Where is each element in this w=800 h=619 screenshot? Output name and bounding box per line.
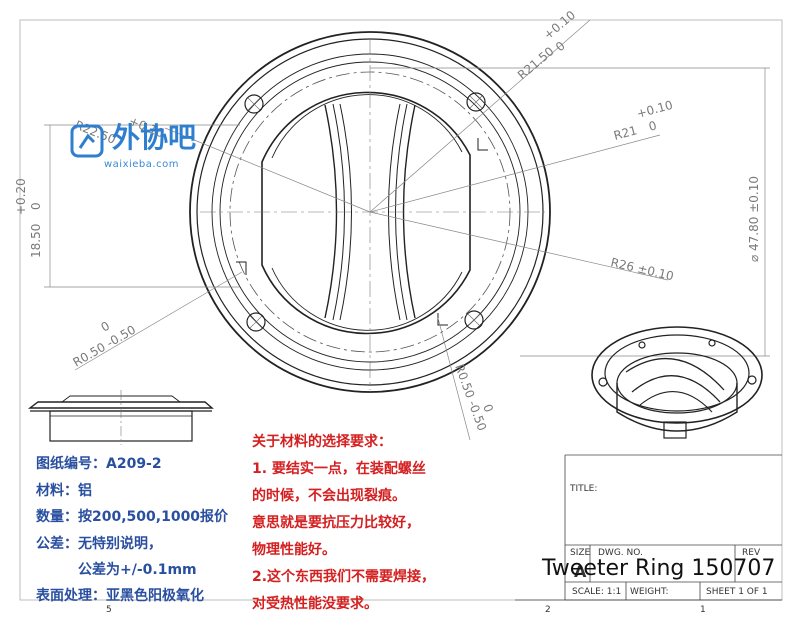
dim-r21: R21: [612, 123, 638, 143]
title-label: TITLE:: [570, 484, 598, 494]
isometric-view: [591, 326, 763, 439]
spec-quantity: 数量：按200,500,1000报价: [36, 509, 229, 525]
req-line2: 的时候，不会出现裂痕。: [252, 488, 406, 504]
spec-material: 材料：铝: [36, 483, 92, 499]
side-view: [27, 390, 214, 445]
dim-r050-right: R0.50 -0.50: [452, 362, 489, 432]
sheet-border: [19, 19, 783, 601]
border-num-2: 2: [545, 605, 551, 615]
logo-text: 外协吧: [112, 121, 197, 154]
dim-r21-50: R21.50: [515, 44, 557, 82]
sheet: SHEET 1 OF 1: [706, 587, 768, 597]
spec-drawing-no: 图纸编号：A209-2: [36, 456, 162, 472]
req-line6: 对受热性能没要求。: [252, 596, 378, 612]
spec-tolerance: 公差：无特别说明，: [36, 536, 162, 552]
spec-surface: 表面处理：亚黑色阳极氧化: [36, 588, 204, 604]
title-block-lines: [515, 454, 782, 601]
size-label: SIZE: [570, 548, 591, 558]
req-line3: 意思就是要抗压力比较好，: [252, 515, 420, 531]
dim-r050-left-upper: 0: [99, 319, 113, 335]
req-heading: 关于材料的选择要求：: [252, 434, 392, 450]
size-value: A: [574, 562, 587, 581]
dim-r26: R26 ±0.10: [609, 255, 675, 283]
waixieba-logo-icon: [70, 124, 104, 158]
req-line4: 物理性能好。: [252, 542, 336, 558]
drawing-title: Tweeter Ring 150707: [542, 556, 776, 581]
dim-r21-50-tol-upper: +0.10: [541, 8, 578, 42]
top-view: [189, 31, 551, 393]
logo-url: waixieba.com: [104, 159, 179, 170]
dim-h18-50: 18.50: [29, 224, 43, 258]
spec-tolerance-value: 公差为+/-0.1mm: [78, 562, 197, 578]
dim-dia47: ⌀ 47.80 ±0.10: [747, 176, 761, 262]
req-line5: 2.这个东西我们不需要焊接，: [252, 569, 436, 585]
dim-r21-tol-upper: +0.10: [635, 98, 674, 121]
rev-label: REV: [742, 548, 761, 558]
dimension-lines: [44, 19, 770, 441]
border-num-1: 1: [700, 605, 706, 615]
scale: SCALE: 1:1: [572, 587, 622, 597]
border-num-5: 5: [106, 605, 112, 615]
dwg-no-label: DWG. NO.: [598, 548, 643, 558]
weight: WEIGHT:: [630, 587, 669, 597]
req-line1: 1. 要结实一点，在装配螺丝: [252, 461, 426, 477]
dim-h18-tol-lower: 0: [29, 202, 43, 210]
dim-h18-tol-upper: +0.20: [14, 178, 28, 215]
dim-r21-tol-lower: 0: [647, 118, 658, 134]
dim-r050-right-upper: 0: [480, 402, 496, 414]
